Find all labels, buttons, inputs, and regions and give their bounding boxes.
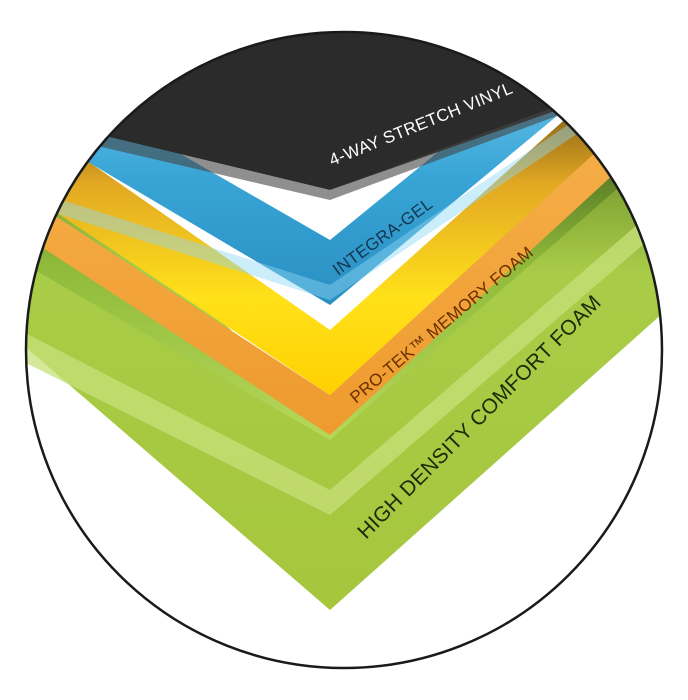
circle-outline [24,30,664,670]
comfort-foam-layer [26,250,662,668]
comfort-foam-main [26,90,662,610]
integra-gel-layer [26,32,600,305]
memory-foam-glow [26,70,620,395]
memory-foam-base [26,110,640,435]
